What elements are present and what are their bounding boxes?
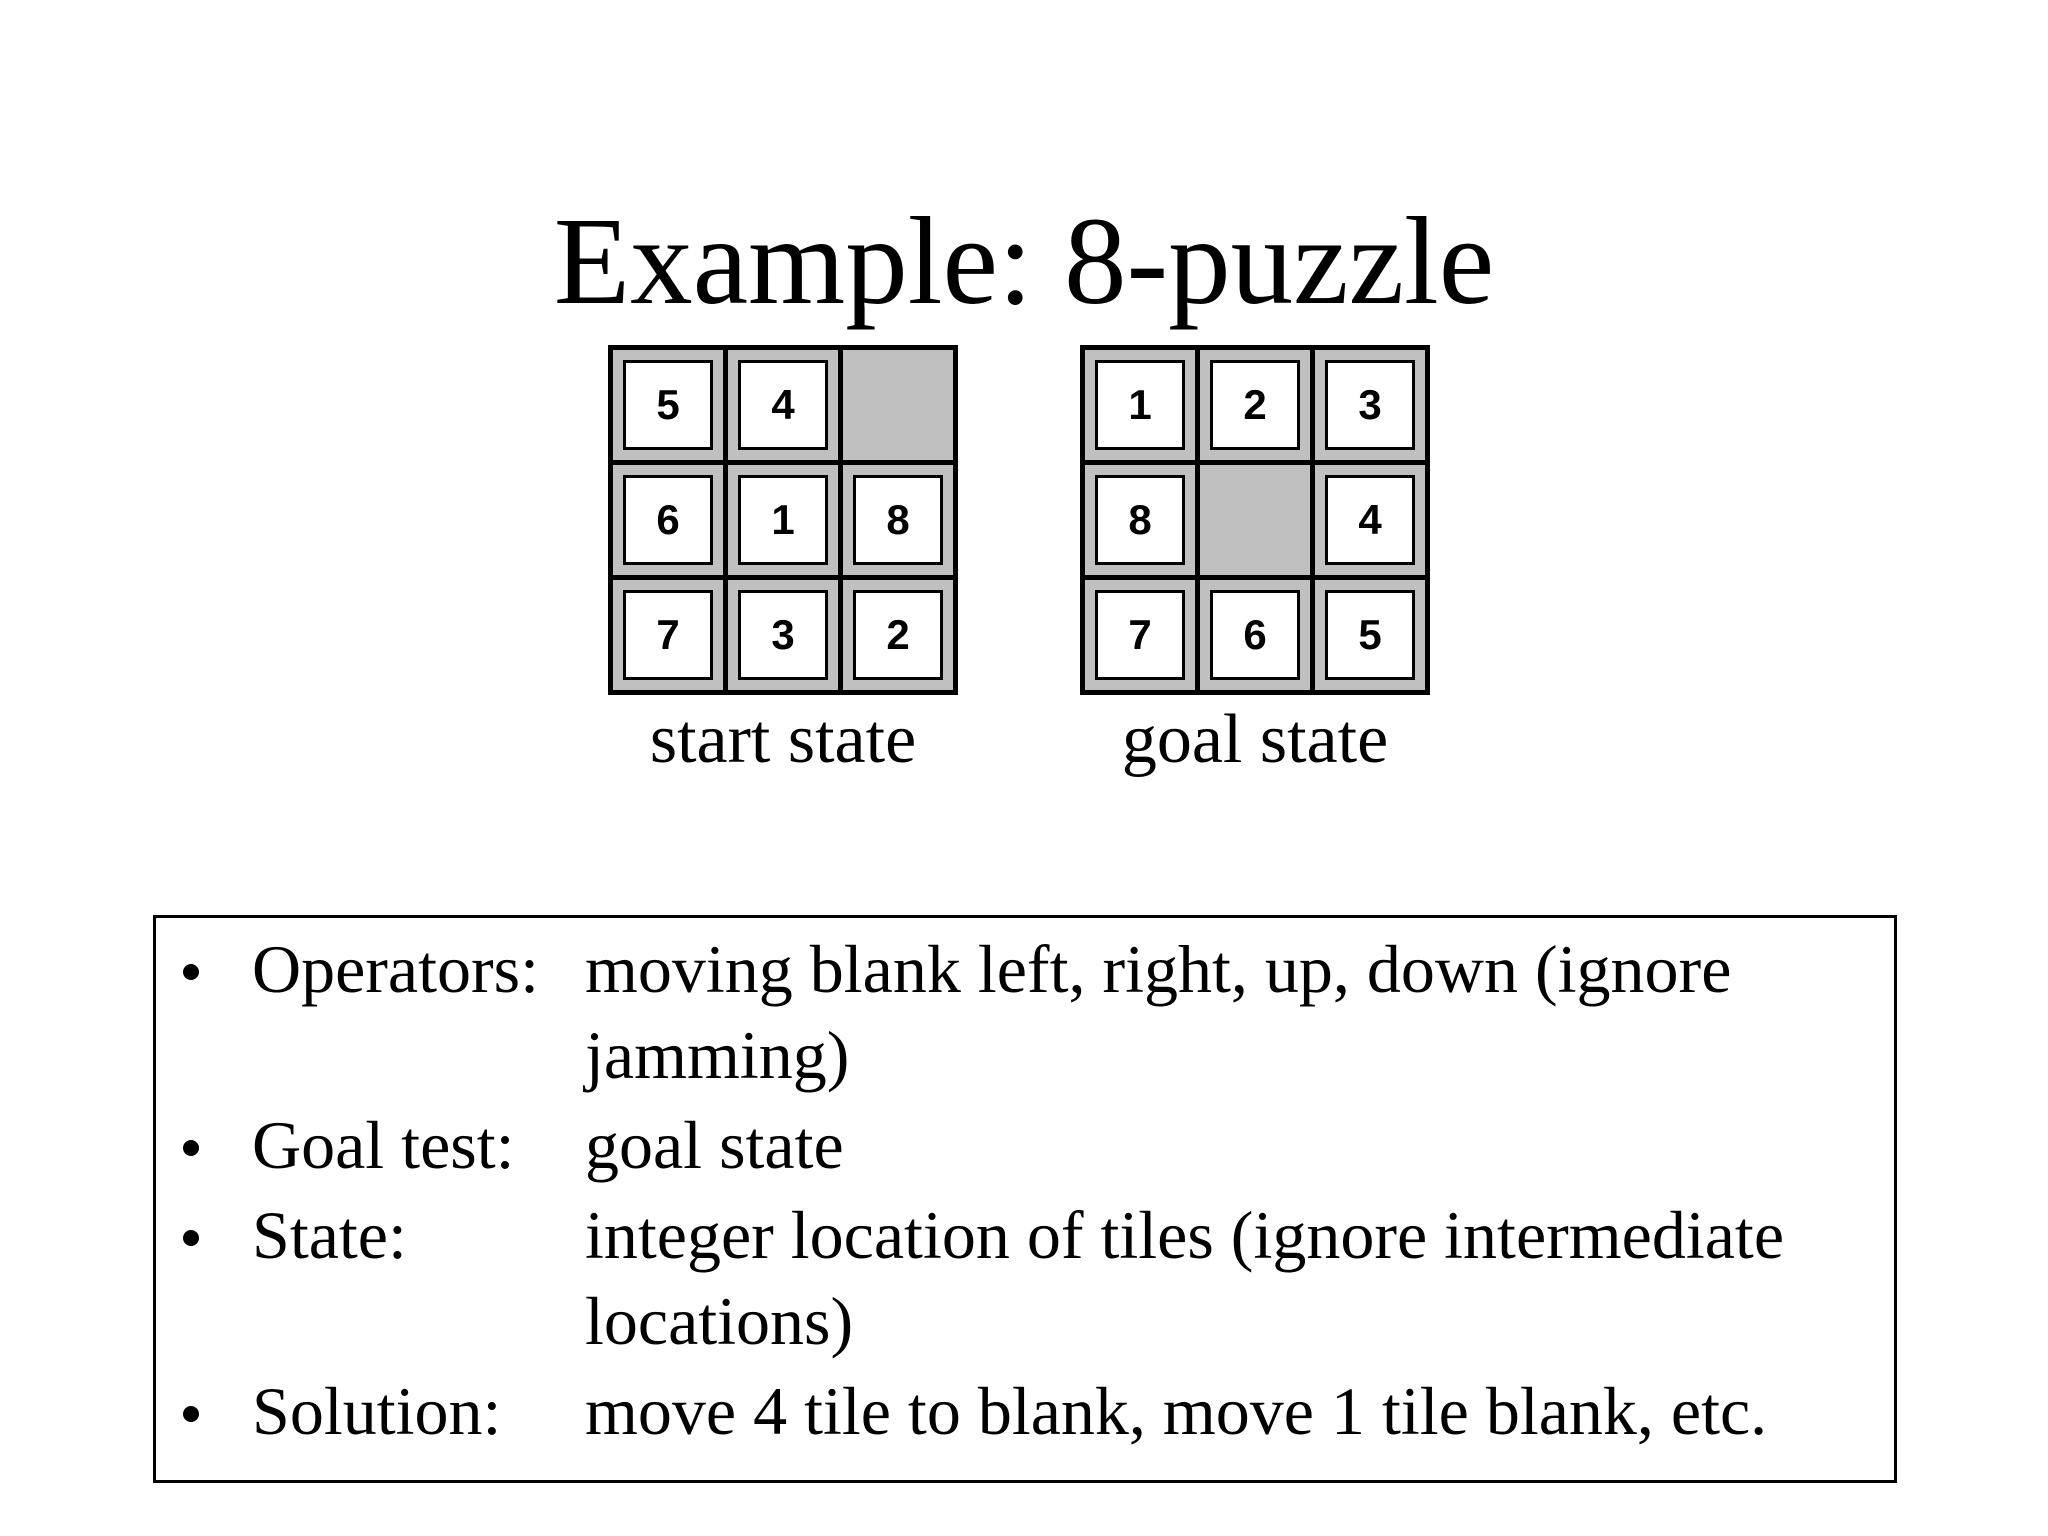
puzzle-tile: 4	[738, 360, 828, 450]
puzzle-cell: 1	[728, 465, 838, 575]
puzzle-cell: 8	[1085, 465, 1195, 575]
slide-title: Example: 8-puzzle	[553, 193, 1495, 331]
term-description: move 4 tile to blank, move 1 tile blank,…	[585, 1368, 1874, 1454]
puzzle-tile: 2	[853, 590, 943, 680]
puzzle-tile: 1	[1095, 360, 1185, 450]
description-line: moving blank left, right, up, down (igno…	[585, 931, 1732, 1007]
term-label: State:	[252, 1197, 407, 1273]
start-state-label: start state	[649, 701, 917, 778]
puzzle-cell: 3	[728, 580, 838, 690]
puzzle-tile: 8	[853, 475, 943, 565]
puzzle-tile: 8	[1095, 475, 1185, 565]
bullet-cell	[183, 1368, 252, 1454]
goal-state-label: goal state	[1121, 701, 1389, 778]
start-puzzle-grid: 5 4 6 1 8 7 3 2	[608, 345, 958, 695]
notes-box: Operators: moving blank left, right, up,…	[153, 915, 1897, 1483]
bullet-item-goal-test: Goal test: goal state	[183, 1102, 1874, 1188]
puzzle-cell: 6	[1200, 580, 1310, 690]
puzzle-tile: 3	[738, 590, 828, 680]
bullet-item-solution: Solution: move 4 tile to blank, move 1 t…	[183, 1368, 1874, 1454]
puzzle-cell: 6	[613, 465, 723, 575]
puzzle-tile: 3	[1325, 360, 1415, 450]
bullet-icon	[183, 964, 199, 980]
bullet-item-operators: Operators: moving blank left, right, up,…	[183, 926, 1874, 1098]
puzzle-cell: 4	[728, 350, 838, 460]
term-label: Operators:	[252, 931, 540, 1007]
bullet-icon	[183, 1230, 199, 1246]
bullet-item-state: State: integer location of tiles (ignore…	[183, 1192, 1874, 1364]
description-line: goal state	[585, 1107, 844, 1183]
puzzle-cell: 5	[1315, 580, 1425, 690]
puzzle-cell: 3	[1315, 350, 1425, 460]
puzzle-tile: 6	[623, 475, 713, 565]
puzzle-tile: 5	[1325, 590, 1415, 680]
bullet-cell	[183, 1192, 252, 1364]
bullet-cell	[183, 1102, 252, 1188]
description-line: move 4 tile to blank, move 1 tile blank,…	[585, 1373, 1768, 1449]
puzzle-cell: 7	[1085, 580, 1195, 690]
goal-puzzle-grid: 1 2 3 8 4 7 6 5	[1080, 345, 1430, 695]
puzzle-cell: 2	[843, 580, 953, 690]
term-label: Goal test:	[252, 1107, 515, 1183]
puzzle-cell: 7	[613, 580, 723, 690]
puzzle-tile: 4	[1325, 475, 1415, 565]
puzzle-cell-blank	[843, 350, 953, 460]
bullet-icon	[183, 1140, 199, 1156]
puzzle-tile: 1	[738, 475, 828, 565]
puzzle-tile: 5	[623, 360, 713, 450]
puzzle-cell: 4	[1315, 465, 1425, 575]
puzzle-cell: 5	[613, 350, 723, 460]
puzzle-tile: 2	[1210, 360, 1300, 450]
puzzle-cell: 8	[843, 465, 953, 575]
term-label: Solution:	[252, 1373, 502, 1449]
bullet-cell	[183, 926, 252, 1098]
bullet-icon	[183, 1406, 199, 1422]
puzzle-tile: 7	[1095, 590, 1185, 680]
puzzle-cell-blank	[1200, 465, 1310, 575]
description-line: jamming)	[585, 1017, 850, 1093]
term-description: moving blank left, right, up, down (igno…	[585, 926, 1874, 1098]
description-line: locations)	[585, 1283, 854, 1359]
term-description: integer location of tiles (ignore interm…	[585, 1192, 1874, 1364]
term-description: goal state	[585, 1102, 1874, 1188]
puzzle-cell: 1	[1085, 350, 1195, 460]
puzzle-cell: 2	[1200, 350, 1310, 460]
puzzle-tile: 6	[1210, 590, 1300, 680]
description-line: integer location of tiles (ignore interm…	[585, 1197, 1784, 1273]
puzzle-tile: 7	[623, 590, 713, 680]
